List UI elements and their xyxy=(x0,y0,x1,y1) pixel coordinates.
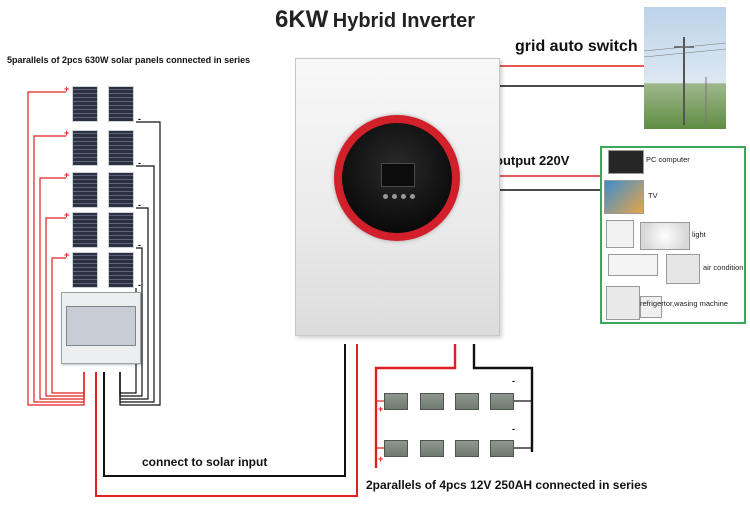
positive-mark: + xyxy=(64,128,69,138)
positive-mark: + xyxy=(64,250,69,260)
negative-mark: - xyxy=(138,280,141,290)
solar-panel xyxy=(72,86,98,122)
battery xyxy=(384,393,408,410)
negative-mark: - xyxy=(138,114,141,124)
grid-label: grid auto switch xyxy=(515,38,638,55)
solar-panel xyxy=(72,252,98,288)
air-conditioner-icon xyxy=(608,254,658,276)
battery-label: 2parallels of 4pcs 12V 250AH connected i… xyxy=(366,478,648,492)
solar-panel xyxy=(108,252,134,288)
solar-panels-label: 5parallels of 2pcs 630W solar panels con… xyxy=(7,55,251,65)
polarity-marks: + - + - + - + - + - + + - - xyxy=(64,84,515,464)
washing-machine-icon xyxy=(606,286,640,320)
output-label: output 220V xyxy=(495,153,570,168)
diagram-title: 6KW Hybrid Inverter xyxy=(0,6,750,34)
inverter-button xyxy=(410,194,415,199)
appliance-label: light xyxy=(692,230,706,239)
battery xyxy=(490,393,514,410)
solar-panel xyxy=(72,130,98,166)
inverter-lcd-screen xyxy=(381,163,415,187)
solar-string-positive-wire xyxy=(51,257,85,394)
battery xyxy=(384,440,408,457)
inverter-button xyxy=(383,194,388,199)
combiner-breaker-window xyxy=(66,306,136,346)
battery xyxy=(490,440,514,457)
solar-panel xyxy=(108,212,134,248)
negative-mark: - xyxy=(138,158,141,168)
battery-negative-wire xyxy=(472,344,534,452)
title-text: Hybrid Inverter xyxy=(332,10,476,32)
pv-positive-wire xyxy=(95,344,358,497)
solar-panel xyxy=(72,212,98,248)
appliance-label: air condition xyxy=(703,263,744,272)
battery xyxy=(455,393,479,410)
solar-panel xyxy=(108,130,134,166)
positive-mark: + xyxy=(64,84,69,94)
positive-mark: + xyxy=(378,454,383,464)
pv-negative-wire xyxy=(103,344,346,477)
appliance-label: TV xyxy=(648,191,658,200)
lamp-icon xyxy=(606,220,634,248)
inverter-button xyxy=(401,194,406,199)
grid-photo xyxy=(643,7,727,129)
positive-mark: + xyxy=(64,210,69,220)
air-conditioner-outdoor-icon xyxy=(666,254,700,284)
solar-panel xyxy=(108,172,134,208)
title-capacity: 6KW xyxy=(274,6,329,33)
solar-panel xyxy=(108,86,134,122)
battery xyxy=(455,440,479,457)
negative-mark: - xyxy=(138,240,141,250)
appliance-label: PC computer xyxy=(646,155,690,164)
battery-positive-wire xyxy=(374,344,457,468)
battery xyxy=(420,440,444,457)
refrigerator-icon xyxy=(640,296,662,318)
inverter-button xyxy=(392,194,397,199)
positive-mark: + xyxy=(64,170,69,180)
negative-mark: - xyxy=(138,200,141,210)
chandelier-icon xyxy=(640,222,690,250)
solar-panel xyxy=(72,172,98,208)
appliance-label: refrigertor,wasing machine xyxy=(640,299,728,308)
monitor-icon xyxy=(608,150,644,174)
solar-input-label: connect to solar input xyxy=(142,455,268,469)
battery xyxy=(420,393,444,410)
positive-mark: + xyxy=(378,404,383,414)
utility-pole-icon xyxy=(643,37,727,125)
wiring xyxy=(27,65,644,497)
tv-icon xyxy=(604,180,644,214)
negative-mark: - xyxy=(512,376,515,386)
negative-mark: - xyxy=(512,424,515,434)
